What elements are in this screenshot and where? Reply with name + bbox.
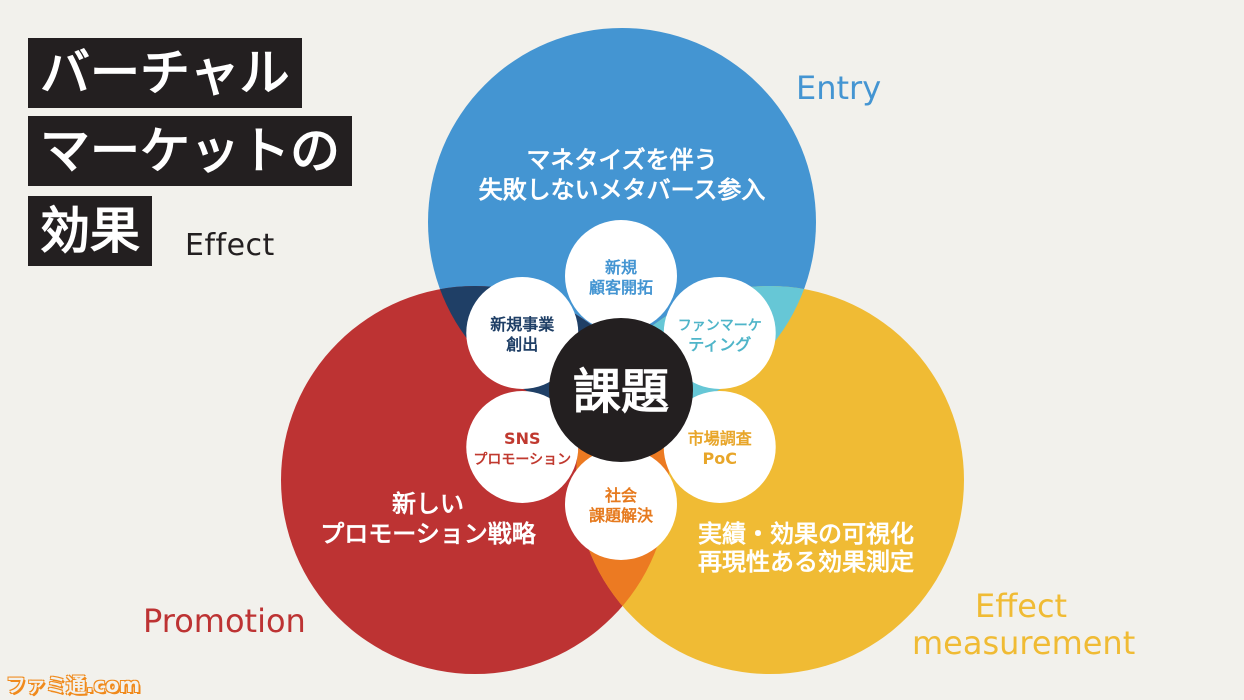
promotion-label: Promotion (143, 602, 306, 640)
petal-label-line1: 市場調査 (688, 429, 752, 448)
petal-label-line2: ティング (688, 335, 751, 354)
petal-label-line2: 創出 (505, 335, 538, 354)
petal-circle (565, 220, 677, 332)
entry-label: Entry (796, 69, 882, 107)
petal-circle (663, 391, 776, 503)
petal-circle (663, 277, 776, 389)
petal-label-line1: 社会 (604, 486, 637, 505)
petal-label-line2: プロモーション (473, 452, 571, 468)
measurement-text-line2: 再現性ある効果測定 (698, 548, 914, 576)
petal-label-line1: 新規 (605, 258, 637, 277)
petal-label-line2: 課題解決 (589, 506, 654, 525)
petal-circle (565, 448, 677, 560)
title-line-3: 効果 (28, 196, 152, 266)
promotion-text-line2: プロモーション戦略 (320, 520, 537, 548)
petal-circle (466, 391, 579, 503)
effect-measurement-label-line2: measurement (912, 624, 1136, 662)
petal-label-line1: ファンマーケ (678, 318, 762, 334)
entry-text-line1: マネタイズを伴う (526, 146, 717, 174)
title-subtitle: Effect (185, 228, 275, 263)
watermark-logo: ファミ通.com (6, 673, 141, 697)
petal-label-line2: 顧客開拓 (589, 278, 653, 297)
center-circle (549, 318, 693, 462)
title-line-1: バーチャル (28, 38, 302, 108)
measurement-text-line1: 実績・効果の可視化 (698, 520, 914, 548)
center-label: 課題 (573, 364, 669, 420)
petal-label-line2: PoC (702, 449, 736, 468)
petal-sns-promotion: SNS プロモーション (466, 391, 579, 503)
promotion-text-line1: 新しい (392, 490, 464, 518)
effect-measurement-label-line1: Effect (975, 587, 1068, 625)
petal-label-line1: 新規事業 (490, 315, 555, 334)
entry-text-line2: 失敗しないメタバース参入 (479, 176, 766, 204)
title-line-2: マーケットの (28, 116, 352, 186)
petal-circle (466, 277, 579, 389)
petal-group: 新規顧客開拓ファンマーケティング市場調査PoC社会課題解決SNSプロモーション新… (466, 220, 776, 560)
petal-label-line1: SNS (504, 429, 540, 448)
